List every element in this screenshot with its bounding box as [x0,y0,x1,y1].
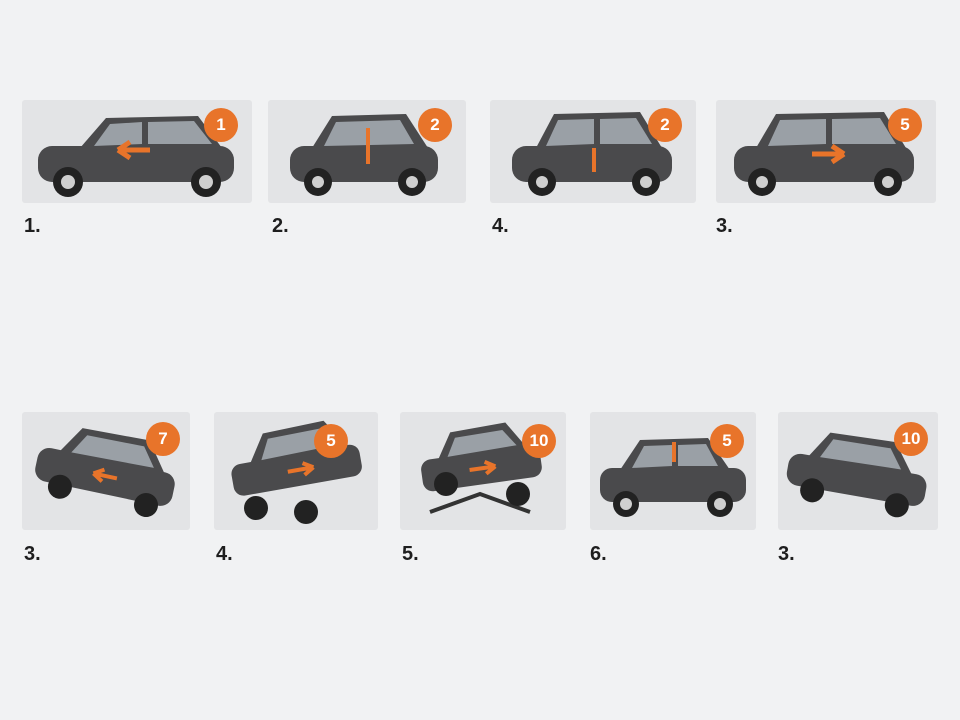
car-lifted-icon [231,420,362,524]
step-badge: 10 [522,424,556,458]
car-side-icon [734,112,914,196]
car-jack-icon [421,422,542,514]
step-number: 3. [24,543,41,565]
step-badge: 7 [146,422,180,456]
car-tilted-icon [786,432,927,518]
step-badge: 5 [314,424,348,458]
step-number: 1. [24,215,41,237]
step-row1-2: 2. [272,216,472,286]
car-illustration-1: 1 [22,100,252,203]
car-side-icon [38,116,234,197]
step-badge: 5 [888,108,922,142]
step-description [402,574,568,614]
car-illustration-9: 10 [778,412,938,530]
step-row1-3: 4. [492,216,700,286]
step-badge: 5 [710,424,744,458]
step-row2-2: 4. [216,544,382,614]
step-badge: 1 [204,108,238,142]
step-row1-1: 1. [24,216,252,286]
car-illustration-5: 7 [22,412,190,530]
step-description [492,246,700,286]
page-title [14,14,944,38]
step-badge: 2 [418,108,452,142]
step-number: 4. [216,543,233,565]
car-illustration-2: 2 [268,100,466,203]
step-description [590,574,756,614]
step-badge: 2 [648,108,682,142]
step-row1-4: 3. [716,216,936,286]
page-subtitle [14,48,944,70]
car-illustration-8: 5 [590,412,756,530]
car-illustration-6: 5 [214,412,378,530]
step-description [272,246,472,286]
step-description [24,574,192,614]
step-row2-1: 3. [24,544,192,614]
step-number: 2. [272,215,289,237]
step-description [716,246,936,286]
step-row2-3: 5. [402,544,568,614]
step-row2-4: 6. [590,544,756,614]
car-illustration-7: 10 [400,412,566,530]
car-side-icon [512,112,672,196]
step-badge: 10 [894,422,928,456]
step-description [778,574,940,614]
step-number: 5. [402,543,419,565]
step-description [216,574,382,614]
step-description [24,246,252,286]
step-number: 4. [492,215,509,237]
step-row2-5: 3. [778,544,940,614]
step-number: 3. [716,215,733,237]
car-illustration-3: 2 [490,100,696,203]
car-front-icon [290,114,438,196]
car-tilted-icon [35,428,175,518]
header [14,14,944,70]
step-number: 3. [778,543,795,565]
car-side-icon [600,438,746,517]
car-illustration-4: 5 [716,100,936,203]
step-number: 6. [590,543,607,565]
